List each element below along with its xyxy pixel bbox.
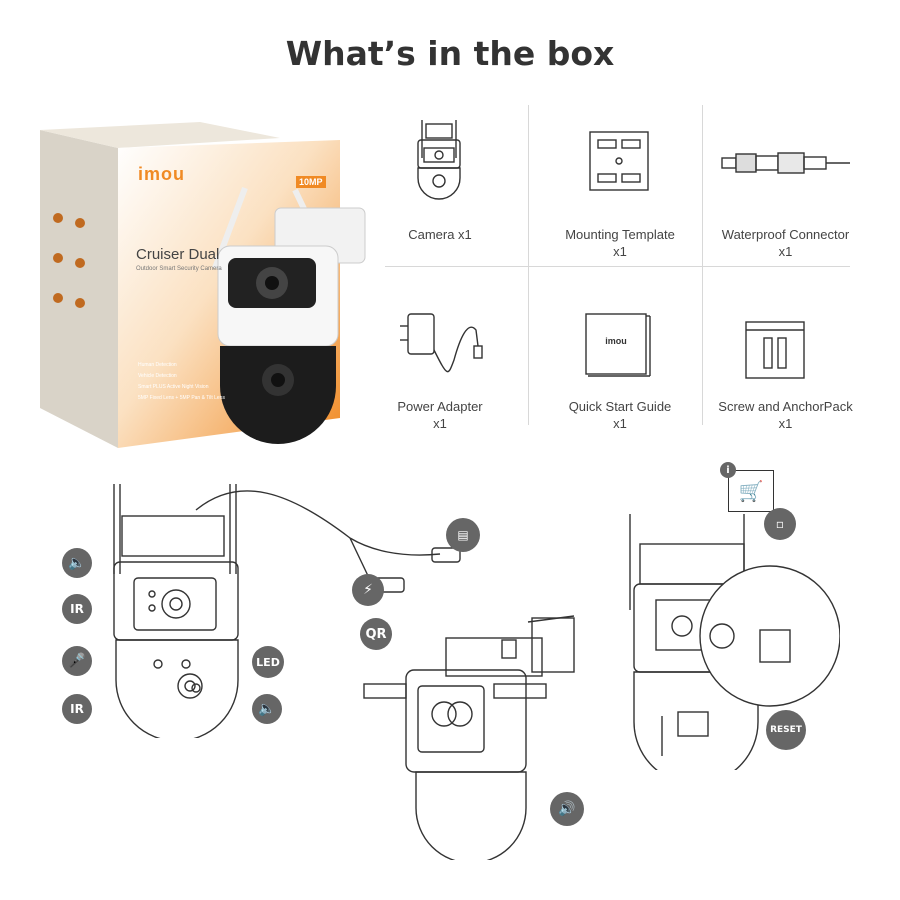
box-feature-list: Human Detection Vehicle Detection Smart … xyxy=(138,360,268,404)
item-name: Screw and AnchorPack xyxy=(718,399,853,414)
screw-pack-icon xyxy=(744,320,806,380)
box-feature: 5MP Fixed Lens + 5MP Pan & Tilt Lens xyxy=(138,395,225,401)
guide-logo: imou xyxy=(605,336,627,346)
item-name: Quick Start Guide xyxy=(568,399,672,414)
item-qty: x1 xyxy=(433,416,447,431)
item-label-waterproof-connector: Waterproof Connector x1 xyxy=(708,226,863,260)
item-label-screw-pack: Screw and AnchorPack x1 xyxy=(708,398,863,432)
camera-icon xyxy=(412,118,466,202)
led-callout: LED xyxy=(252,646,284,678)
grid-divider xyxy=(702,105,703,425)
microphone-callout-icon: 🎤 xyxy=(62,646,92,676)
box-feature: Human Detection xyxy=(138,362,177,368)
item-label-camera: Camera x1 xyxy=(385,226,495,243)
camera-side-diagram xyxy=(360,610,590,864)
item-label-mounting-template: Mounting Template x1 xyxy=(540,226,700,260)
quick-start-guide-icon: imou xyxy=(584,312,652,378)
box-feature: Smart PLUS Active Night Vision xyxy=(138,384,209,390)
item-qty: x1 xyxy=(778,244,793,259)
shopping-cart-icon: 🛒 xyxy=(728,470,774,512)
item-name: Waterproof Connector xyxy=(721,227,850,242)
mounting-template-icon xyxy=(588,130,650,192)
info-icon: i xyxy=(720,462,736,478)
ethernet-callout-icon: ▤ xyxy=(446,518,480,552)
power-callout-icon: ⚡ xyxy=(352,574,384,606)
item-label-power-adapter: Power Adapter x1 xyxy=(385,398,495,432)
item-label-quick-start-guide: Quick Start Guide x1 xyxy=(540,398,700,432)
power-adapter-icon xyxy=(398,300,488,380)
item-qty: x1 xyxy=(778,416,793,431)
box-badge: 10MP xyxy=(296,176,326,188)
box-product-subtitle: Outdoor Smart Security Camera xyxy=(136,266,222,272)
item-qty: x1 xyxy=(613,244,627,259)
reset-callout: RESET xyxy=(766,710,806,750)
qr-callout: QR xyxy=(360,618,392,650)
waterproof-connector-icon xyxy=(720,148,852,178)
item-name: Mounting Template xyxy=(565,227,675,242)
sd-card-callout-icon: ▫ xyxy=(764,508,796,540)
item-qty: x1 xyxy=(613,416,627,431)
grid-divider xyxy=(385,266,850,267)
grid-divider xyxy=(528,105,529,425)
item-name: Camera x1 xyxy=(408,227,472,242)
box-product-name: Cruiser Dual xyxy=(136,246,220,263)
box-feature: Vehicle Detection xyxy=(138,373,177,379)
ir-callout: IR xyxy=(62,694,92,724)
speaker-callout-icon: 🔈 xyxy=(252,694,282,724)
speaker-callout-icon: 🔈 xyxy=(62,548,92,578)
item-name: Power Adapter xyxy=(397,399,483,414)
camera-back-diagram xyxy=(620,500,841,785)
product-box-image: imou 10MP Cruiser Dual Outdoor Smart Sec… xyxy=(40,118,390,448)
ir-callout: IR xyxy=(62,594,92,624)
page-title: What’s in the box xyxy=(285,34,615,73)
speaker-callout-icon: 🔊 xyxy=(550,792,584,826)
box-brand-logo: imou xyxy=(138,164,185,184)
